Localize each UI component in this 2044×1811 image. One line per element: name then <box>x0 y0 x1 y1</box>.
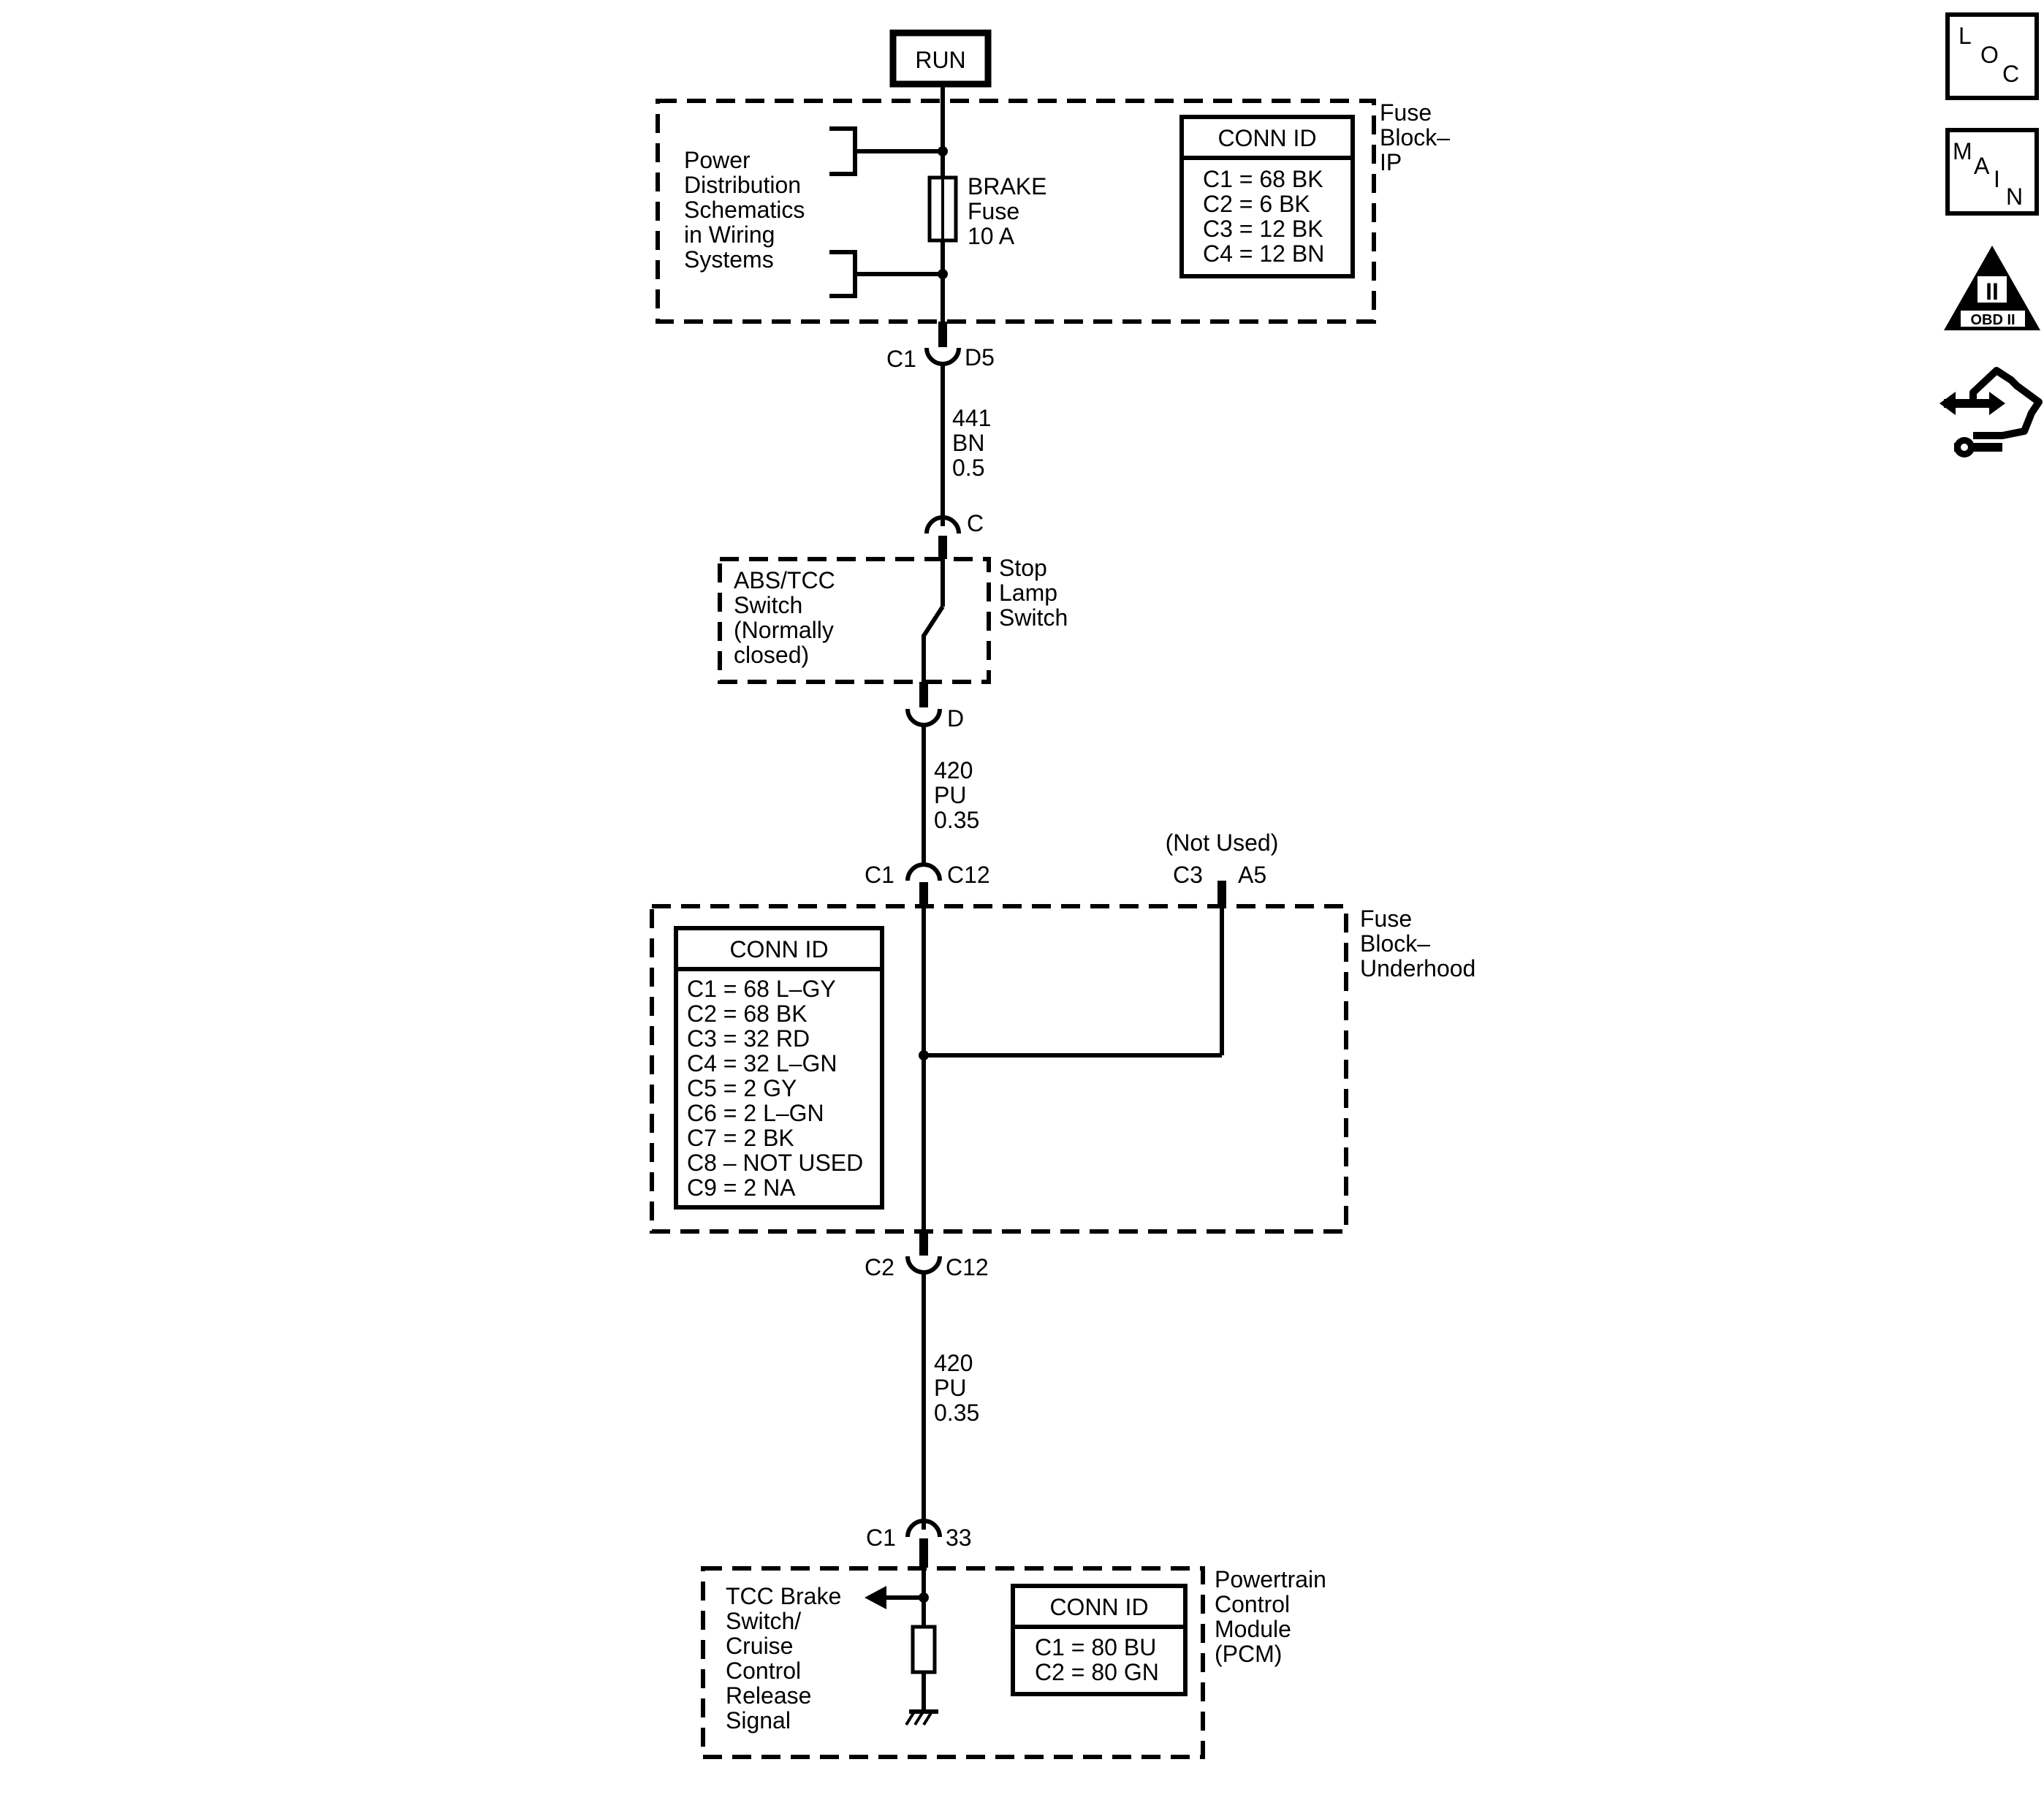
svg-text:L: L <box>1958 23 1972 49</box>
resistor-symbol <box>911 1625 937 1674</box>
connector-c3-a5-not-used: (Not Used) C3 A5 <box>1166 829 1279 906</box>
fuse-block-ip-conn-id-table <box>1179 115 1355 278</box>
run-label: RUN <box>915 47 965 73</box>
brake-fuse-label: BRAKE Fuse 10 A <box>968 173 1053 249</box>
svg-text:C1: C1 <box>886 346 916 372</box>
bracket-upper <box>829 126 857 176</box>
diagnostic-connector-icon[interactable] <box>1939 367 2043 458</box>
svg-text:(Not Used): (Not Used) <box>1166 829 1279 856</box>
ground-icon <box>905 1709 938 1726</box>
stop-lamp-switch: Stop Lamp Switch ABS/TCC Switch (Normall… <box>718 555 1068 684</box>
connector-c1-c12: C1 C12 <box>865 862 990 906</box>
loc-button[interactable]: L O C <box>1945 12 2039 100</box>
svg-text:C12: C12 <box>946 1254 989 1280</box>
wire-420-label-upper: 420 PU 0.35 <box>934 757 979 833</box>
wire-420-label-lower: 420 PU 0.35 <box>934 1350 979 1426</box>
bracket-lower <box>829 250 857 298</box>
obd-ii-icon[interactable]: II OBD II <box>1944 246 2040 330</box>
svg-text:A: A <box>1974 153 1990 179</box>
connector-c2-c12: C2 C12 <box>865 1231 989 1280</box>
svg-text:A5: A5 <box>1238 862 1266 888</box>
svg-text:OBD II: OBD II <box>1970 312 2015 328</box>
fuse-block-ip-label: Fuse Block– IP <box>1380 99 1456 175</box>
svg-text:C12: C12 <box>947 862 990 888</box>
svg-text:I: I <box>1994 166 2000 192</box>
fuse-block-underhood-label: Fuse Block– Underhood <box>1360 906 1475 982</box>
svg-text:C1: C1 <box>865 862 894 888</box>
fuse-block-ip: Fuse Block– IP Power Distribution Schema… <box>656 84 1456 347</box>
connector-c1-33: C1 33 <box>866 1519 972 1568</box>
pcm-conn-id-table <box>1011 1584 1188 1696</box>
conn-id-title: CONN ID <box>1217 125 1316 151</box>
svg-text:C1: C1 <box>866 1525 896 1551</box>
svg-text:C: C <box>967 510 984 536</box>
tcc-brake-signal-label: TCC Brake Switch/ Cruise Control Release… <box>726 1583 848 1734</box>
wire-441-label: 441 BN 0.5 <box>952 405 998 481</box>
connector-c1-d5: C1 D5 <box>886 322 995 372</box>
stop-lamp-switch-label: Stop Lamp Switch <box>999 555 1068 631</box>
svg-text:C: C <box>2002 61 2019 87</box>
svg-text:D: D <box>947 705 964 732</box>
main-button[interactable]: M A I N <box>1945 128 2039 216</box>
svg-text:C3: C3 <box>1173 862 1203 888</box>
pcm-label: Powertrain Control Module (PCM) <box>1215 1566 1333 1667</box>
svg-text:33: 33 <box>946 1525 972 1551</box>
svg-text:N: N <box>2006 183 2023 210</box>
pcm-conn-id-rows: C1 = 80 BU C2 = 80 GN <box>1035 1634 1163 1685</box>
svg-text:O: O <box>1980 42 1999 68</box>
fuse-block-underhood-conn-id-table <box>674 926 884 1210</box>
fuse-block-underhood: Fuse Block– Underhood CONN ID C1 = 68 L–… <box>650 904 1475 1234</box>
signal-arrow-icon <box>865 1586 886 1609</box>
underhood-conn-id-rows: C1 = 68 L–GY C2 = 68 BK C3 = 32 RD C4 = … <box>687 976 870 1201</box>
svg-text:CONN ID: CONN ID <box>729 936 828 963</box>
abs-tcc-switch-desc: ABS/TCC Switch (Normally closed) <box>734 567 842 668</box>
power-distribution-note: Power Distribution Schematics in Wiring … <box>684 147 811 273</box>
svg-text:M: M <box>1953 138 1972 164</box>
run-power-source: RUN <box>889 29 992 88</box>
svg-text:CONN ID: CONN ID <box>1049 1594 1148 1620</box>
svg-text:C2: C2 <box>865 1254 894 1280</box>
pcm-module: Powertrain Control Module (PCM) TCC Brak… <box>701 1566 1333 1759</box>
svg-text:D5: D5 <box>965 344 995 371</box>
svg-text:II: II <box>1986 278 1999 305</box>
connector-d: D <box>905 682 964 732</box>
conn-id-rows: C1 = 68 BK C2 = 6 BK C3 = 12 BK C4 = 12 … <box>1203 166 1329 267</box>
connector-c: C <box>924 510 984 559</box>
